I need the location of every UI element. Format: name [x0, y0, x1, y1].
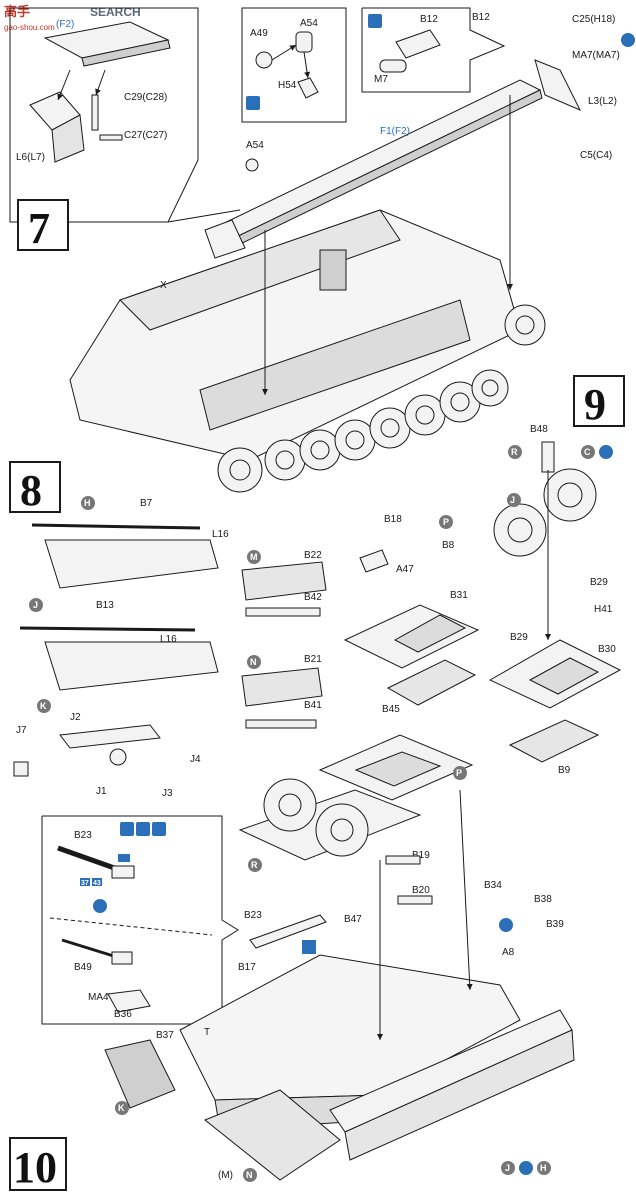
inset-cylinder: B12 M7: [361, 7, 506, 93]
subassembly-p: P: [443, 517, 449, 527]
watermark-logo: 高手: [4, 4, 30, 19]
label-b23-inset: B23: [74, 830, 92, 841]
inset-light: A49 A54 H54: [241, 7, 347, 123]
label-a54-main: A54: [246, 140, 264, 151]
label-b37: B37: [156, 1030, 174, 1041]
label-b42: B42: [304, 592, 322, 603]
label-b18: B18: [384, 514, 402, 525]
step-number-7: 7: [28, 204, 50, 253]
label-ma4: MA4: [88, 992, 109, 1003]
label-b8: B8: [442, 540, 455, 551]
label-c25: C25(H18): [572, 14, 615, 25]
paint-ref-37: 37: [81, 880, 89, 887]
label-m7: M7: [374, 74, 388, 85]
label-l16-b: L16: [160, 634, 177, 645]
label-l6: L6(L7): [16, 152, 45, 163]
watermark-brand: SEARCH: [90, 5, 141, 19]
step-10: B23 H 37 43 B49 MA4 R P B19 B20 B47 B3: [9, 734, 575, 1192]
label-j4: J4: [190, 754, 201, 765]
step-8: 8 H B7 L16 J B13 L16 K J2 J7 J1 J3 J4 M …: [9, 461, 480, 799]
subassembly-r: R: [511, 447, 518, 457]
label-b31: B31: [450, 590, 468, 601]
label-c27: C27(C27): [124, 130, 167, 141]
label-b7: B7: [140, 498, 153, 509]
label-b17: B17: [238, 962, 256, 973]
label-b48: B48: [530, 424, 548, 435]
label-t: T: [204, 1027, 210, 1038]
paint-ref-h: H: [120, 856, 125, 863]
label-b45: B45: [382, 704, 400, 715]
label-b21: B21: [304, 654, 322, 665]
subassembly-h-2: H: [540, 1163, 547, 1173]
glue-icon: [246, 96, 260, 110]
label-j3: J3: [162, 788, 173, 799]
subassembly-c-2: J: [510, 495, 515, 505]
subassembly-h: H: [84, 498, 91, 508]
label-b19: B19: [412, 850, 430, 861]
label-b22: B22: [304, 550, 322, 561]
hull-step7: [69, 209, 546, 493]
watermark-url: gao-shou.com: [4, 23, 55, 32]
subassembly-j-2: J: [505, 1163, 510, 1173]
inset-rear-plate: (F2) C29(C28) C27(C27) L6(L7): [9, 7, 241, 223]
label-j7: J7: [16, 725, 27, 736]
subassembly-r-2: R: [251, 860, 258, 870]
label-b13: B13: [96, 600, 114, 611]
label-b30: B30: [598, 644, 616, 655]
glue-icon-2: [368, 14, 382, 28]
label-h41: H41: [594, 604, 613, 615]
step-number-8: 8: [20, 466, 42, 515]
paint-ref-43: 43: [93, 880, 101, 887]
label-b12-main: B12: [472, 12, 490, 23]
step-9: 9 R B48 C J B29 H41 B29 B30 B9: [488, 375, 625, 776]
subassembly-p-2: P: [456, 768, 462, 778]
label-l3: L3(L2): [588, 96, 617, 107]
label-n: N: [246, 1170, 253, 1180]
label-b39: B39: [546, 919, 564, 930]
label-b47: B47: [344, 914, 362, 925]
label-c5: C5(C4): [580, 150, 612, 161]
cement-icon: [621, 33, 635, 47]
label-f2: (F2): [56, 19, 74, 30]
label-a47: A47: [396, 564, 414, 575]
label-a54: A54: [300, 18, 318, 29]
label-j1: J1: [96, 786, 107, 797]
subassembly-k-2: K: [118, 1103, 125, 1113]
label-h54: H54: [278, 80, 297, 91]
label-ma7: MA7(MA7): [572, 50, 620, 61]
label-a8: A8: [502, 947, 515, 958]
label-b9: B9: [558, 765, 571, 776]
step-number-10: 10: [13, 1143, 57, 1192]
label-b20: B20: [412, 885, 430, 896]
label-m-paren: (M): [218, 1170, 233, 1181]
label-b41: B41: [304, 700, 322, 711]
label-x: X: [160, 280, 167, 291]
label-l16-a: L16: [212, 529, 229, 540]
subassembly-k: K: [40, 701, 47, 711]
label-b49: B49: [74, 962, 92, 973]
subassembly-n: N: [250, 657, 257, 667]
subassembly-m: M: [250, 552, 258, 562]
label-b29-b: B29: [510, 632, 528, 643]
label-j2: J2: [70, 712, 81, 723]
label-c29: C29(C28): [124, 92, 167, 103]
label-b12: B12: [420, 14, 438, 25]
label-f1: F1(F2): [380, 126, 410, 137]
label-b29-a: B29: [590, 577, 608, 588]
label-b34: B34: [484, 880, 502, 891]
step-7: (F2) C29(C28) C27(C27) L6(L7) A49 A54 H5…: [9, 7, 635, 493]
label-b38: B38: [534, 894, 552, 905]
label-b23: B23: [244, 910, 262, 921]
subassembly-c: C: [584, 447, 591, 457]
subassembly-j: J: [33, 600, 38, 610]
label-a49: A49: [250, 28, 268, 39]
label-b36: B36: [114, 1009, 132, 1020]
step-number-9: 9: [584, 380, 606, 429]
